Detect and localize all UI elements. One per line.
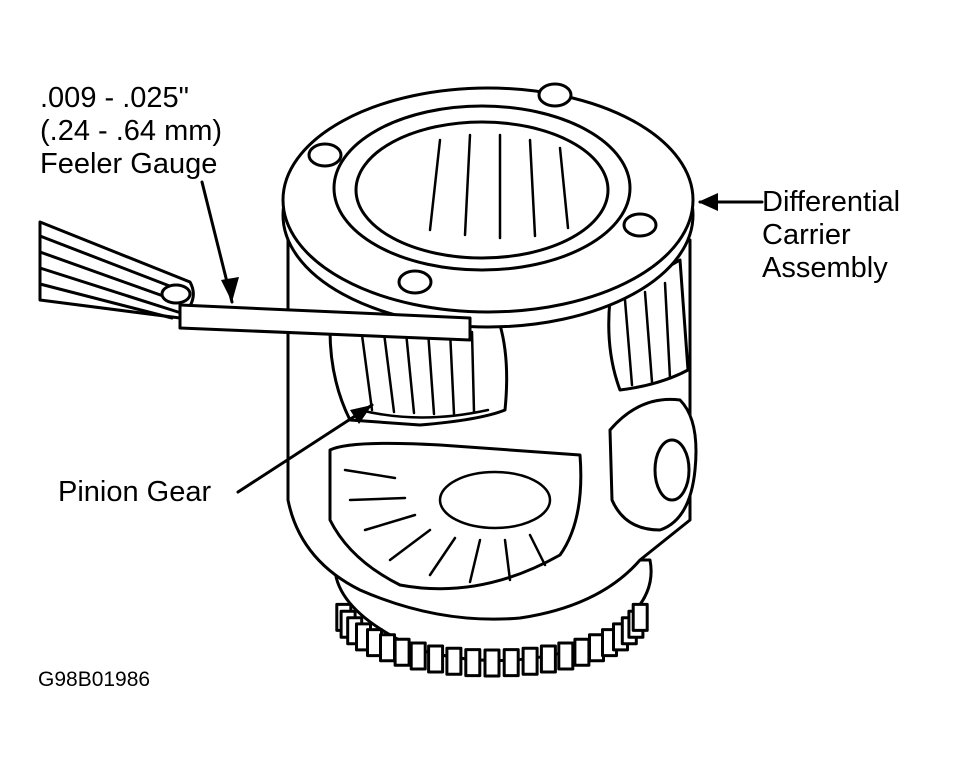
differential-carrier-callout: Differential Carrier Assembly <box>762 186 900 285</box>
pinion-gear-callout: Pinion Gear <box>58 476 212 508</box>
pinion-gear <box>358 329 490 419</box>
ring-gear-tooth <box>445 646 463 676</box>
feeler-gauge-callout: .009 - .025" (.24 - .64 mm) Feeler Gauge <box>40 82 222 181</box>
ring-gear-tooth <box>393 637 411 667</box>
ring-gear-tooth <box>379 633 396 663</box>
differential-carrier-line3: Assembly <box>762 252 888 284</box>
figure-id: G98B01986 <box>38 668 151 691</box>
feeler-gauge <box>38 220 472 342</box>
ring-gear-tooth <box>409 641 427 671</box>
ring-gear-tooth <box>427 644 445 674</box>
side-gear <box>343 468 552 584</box>
ring-gear-tooth <box>631 602 649 632</box>
ring-gear-tooth <box>573 637 591 667</box>
lower-window <box>328 441 583 591</box>
feeler-gauge-label: Feeler Gauge <box>40 148 218 180</box>
feeler-gauge-spec-mm: (.24 - .64 mm) <box>40 115 223 147</box>
ring-gear-tooth <box>557 641 575 671</box>
differential-carrier-line2: Carrier <box>762 219 851 251</box>
feeler-gauge-spec-inches: .009 - .025" <box>40 82 189 114</box>
ring-gear-tooth <box>502 648 520 678</box>
differential-carrier-line1: Differential <box>762 186 901 218</box>
ring-gear-tooth <box>521 646 539 676</box>
ring-gear-tooth <box>539 644 557 674</box>
arrowheads <box>221 193 718 424</box>
bolt-bosses <box>307 82 658 295</box>
feeler-blade <box>178 303 472 342</box>
ring-gear-tooth <box>483 648 501 678</box>
ring-gear-tooth <box>464 648 482 678</box>
